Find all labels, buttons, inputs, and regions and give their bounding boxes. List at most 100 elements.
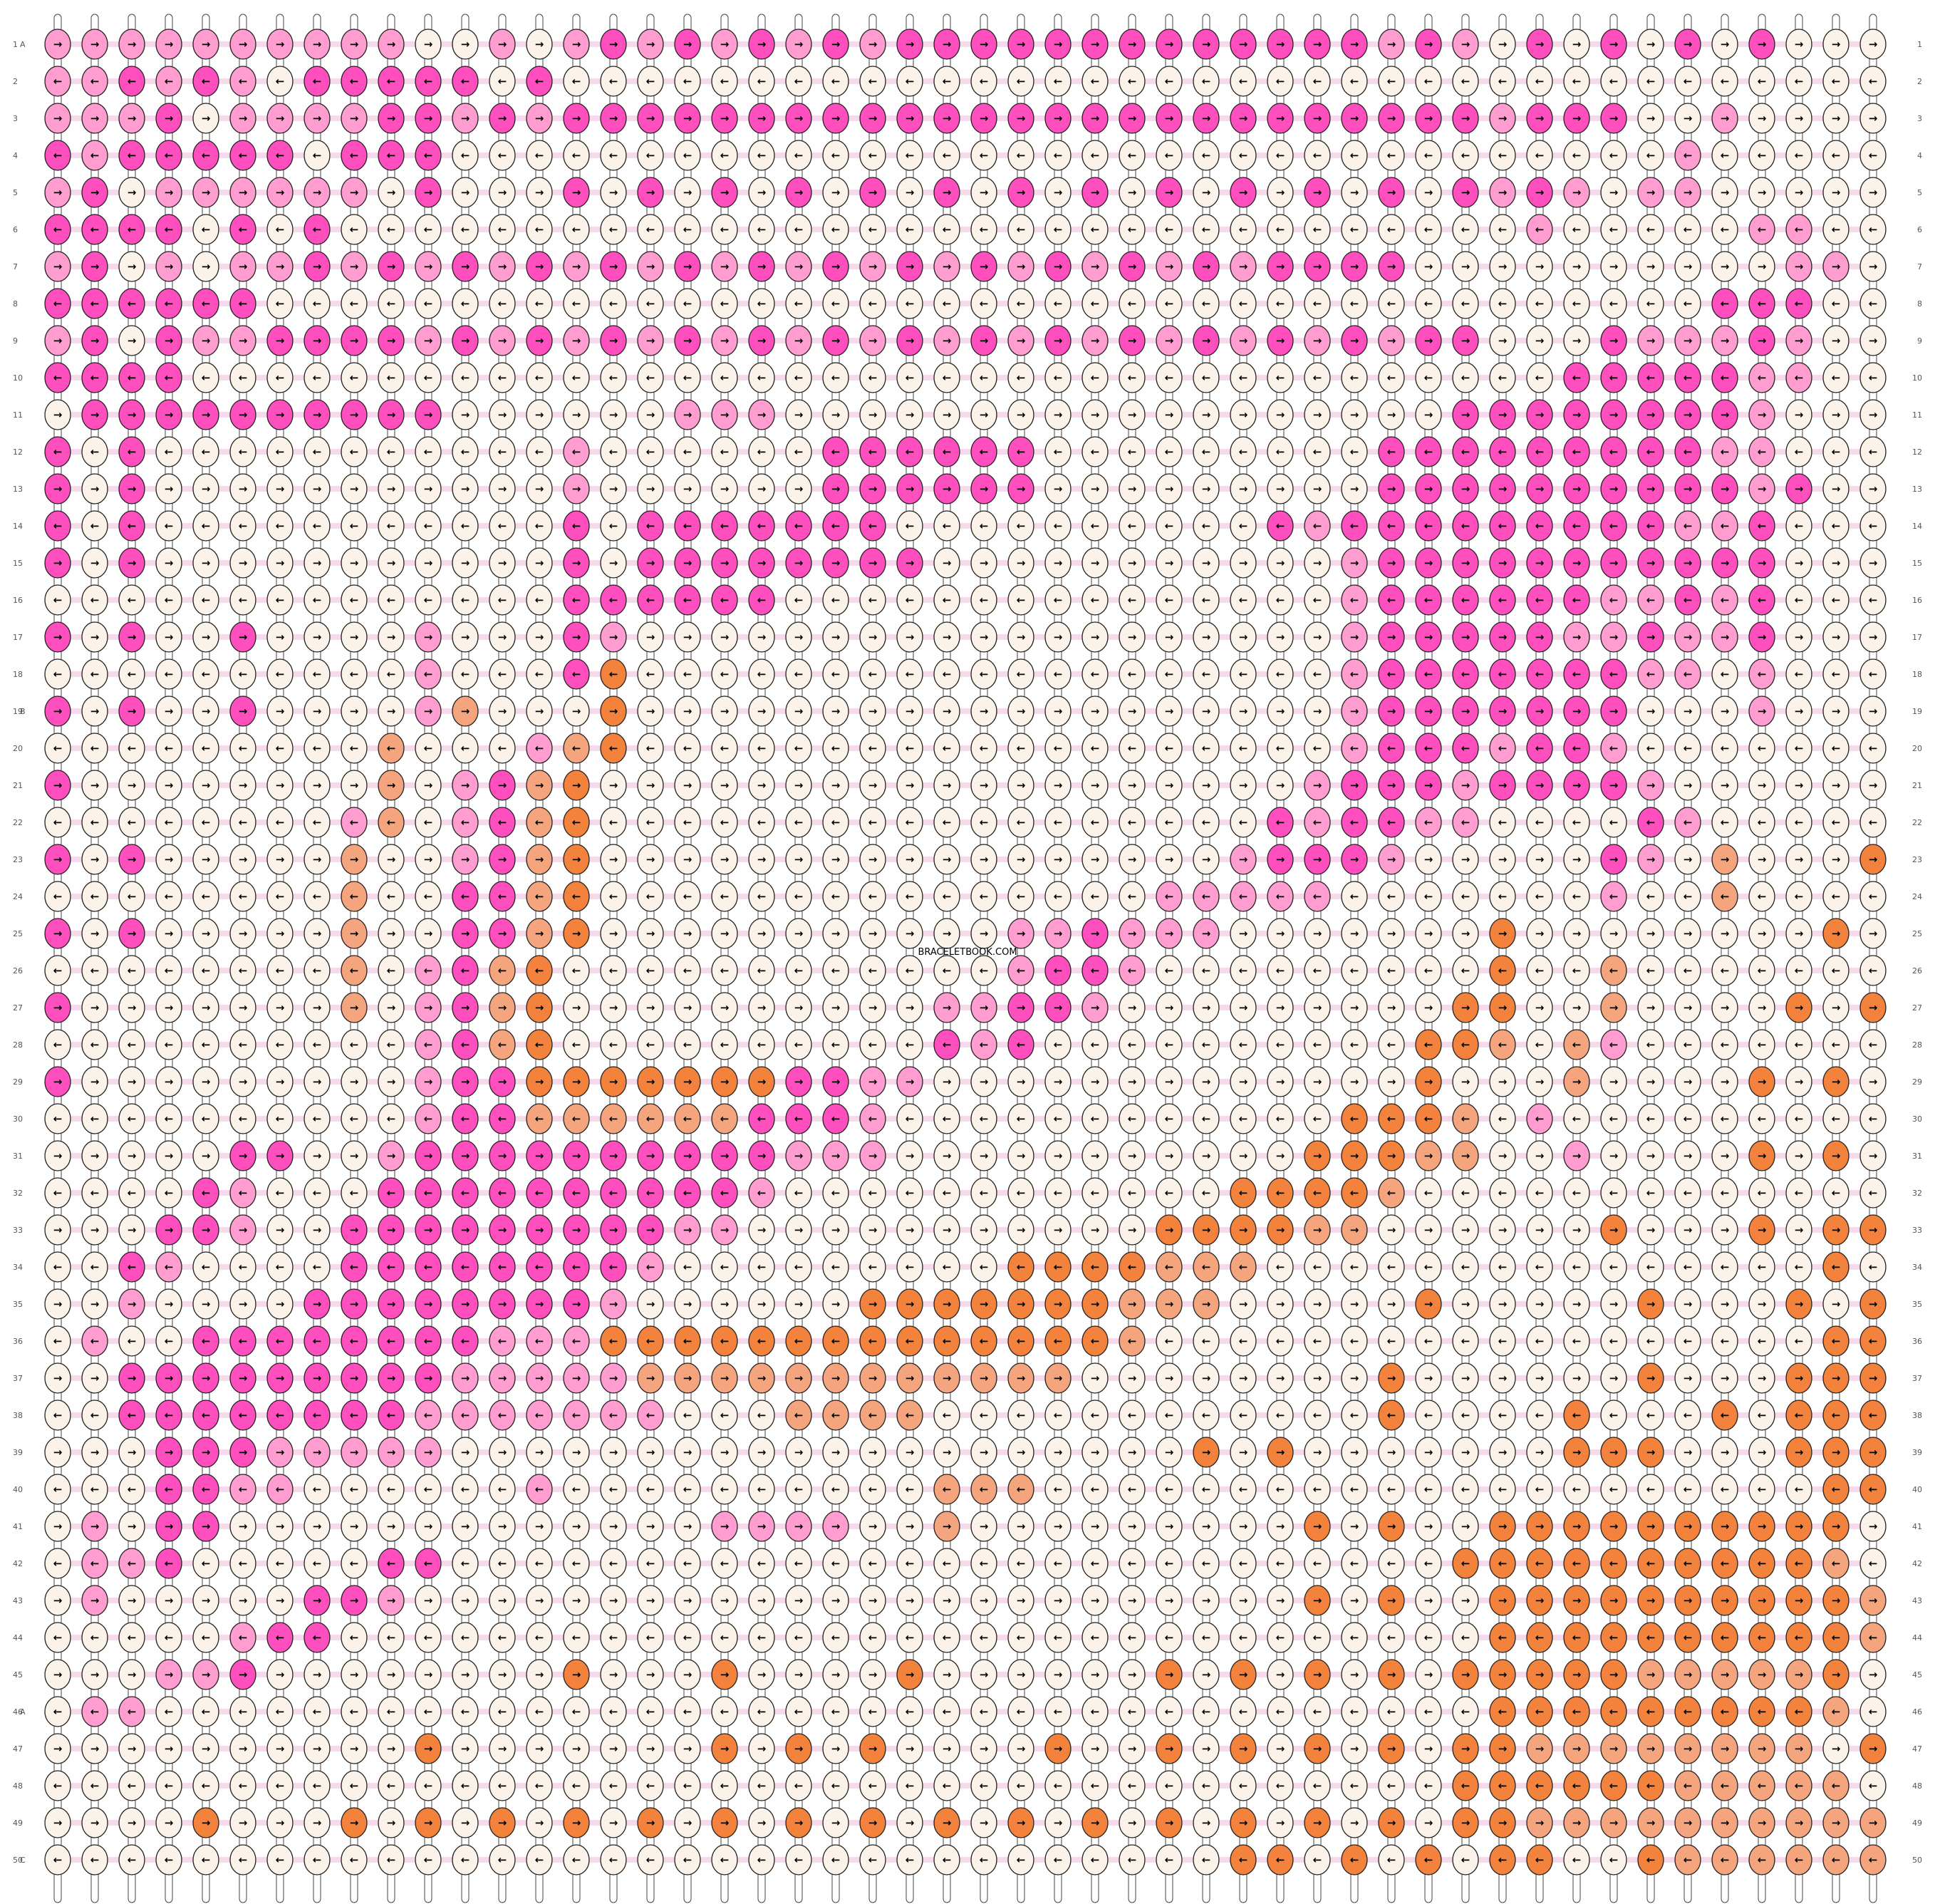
knot-arrow: → bbox=[1313, 186, 1322, 199]
knot-arrow: ← bbox=[1684, 1112, 1693, 1125]
knot-arrow: ← bbox=[387, 964, 396, 977]
knot bbox=[785, 140, 812, 171]
knot bbox=[563, 29, 590, 60]
knot-arrow: → bbox=[683, 1223, 692, 1236]
knot-arrow: ← bbox=[831, 1112, 841, 1125]
knot-arrow: ← bbox=[1795, 668, 1804, 681]
knot-arrow: ← bbox=[757, 445, 767, 458]
knot-arrow: ← bbox=[1387, 1261, 1396, 1273]
knot-arrow: → bbox=[313, 260, 322, 273]
knot-arrow: ← bbox=[868, 1261, 878, 1273]
knot-arrow: ← bbox=[757, 519, 767, 532]
knot-arrow: ← bbox=[1313, 297, 1322, 310]
knot-arrow: ← bbox=[609, 1186, 618, 1199]
knot-arrow: ← bbox=[906, 1038, 915, 1051]
knot-arrow: → bbox=[794, 779, 804, 792]
row-number: 42 bbox=[13, 1559, 23, 1568]
knot-arrow: ← bbox=[906, 1557, 915, 1570]
knot-arrow: → bbox=[313, 1075, 322, 1088]
knot-arrow: → bbox=[1572, 1075, 1582, 1088]
knot-arrow: → bbox=[757, 1742, 767, 1755]
knot-arrow: ← bbox=[943, 75, 952, 88]
knot-arrow: → bbox=[683, 1075, 692, 1088]
knot-arrow: ← bbox=[90, 1038, 100, 1051]
knot-arrow: ← bbox=[165, 297, 174, 310]
knot-arrow: → bbox=[868, 1446, 878, 1459]
knot-arrow: ← bbox=[1498, 890, 1508, 903]
knot-arrow: ← bbox=[1165, 964, 1174, 977]
knot-arrow: → bbox=[943, 927, 952, 940]
knot-arrow: ← bbox=[1239, 1631, 1248, 1644]
knot-arrow: → bbox=[276, 38, 285, 51]
knot-arrow: → bbox=[461, 853, 470, 866]
knot-arrow: ← bbox=[535, 297, 544, 310]
knot-arrow: ← bbox=[943, 964, 952, 977]
knot-arrow: → bbox=[1461, 631, 1470, 643]
knot-arrow: ← bbox=[1646, 1779, 1656, 1792]
knot-arrow: ← bbox=[1684, 445, 1693, 458]
knot-arrow: → bbox=[1017, 1298, 1026, 1310]
knot bbox=[822, 140, 849, 171]
knot-arrow: ← bbox=[1721, 297, 1730, 310]
start-letter: A bbox=[20, 1707, 26, 1717]
knot-arrow: → bbox=[831, 779, 841, 792]
knot-arrow: ← bbox=[1721, 594, 1730, 606]
knot-arrow: ← bbox=[276, 1779, 285, 1792]
knot-arrow: ← bbox=[1313, 1112, 1322, 1125]
knot-arrow: ← bbox=[1239, 594, 1248, 606]
knot-arrow: ← bbox=[943, 297, 952, 310]
knot-arrow: → bbox=[1165, 112, 1174, 125]
knot-arrow: → bbox=[1276, 1520, 1285, 1533]
knot-arrow: ← bbox=[831, 816, 841, 829]
knot-arrow: ← bbox=[1572, 1335, 1582, 1347]
knot-arrow: ← bbox=[165, 75, 174, 88]
knot-arrow: → bbox=[535, 1149, 544, 1162]
knot-arrow: → bbox=[757, 1520, 767, 1533]
knot-arrow: → bbox=[1535, 631, 1545, 643]
knot bbox=[415, 140, 442, 171]
knot-arrow: ← bbox=[1276, 519, 1285, 532]
knot-arrow: ← bbox=[1869, 223, 1878, 236]
knot bbox=[229, 66, 256, 97]
knot-arrow: → bbox=[165, 1298, 174, 1310]
knot-arrow: → bbox=[1646, 1668, 1656, 1681]
knot-arrow: → bbox=[1017, 1742, 1026, 1755]
knot-arrow: → bbox=[683, 1668, 692, 1681]
knot bbox=[1415, 66, 1442, 97]
knot-arrow: → bbox=[794, 260, 804, 273]
knot-arrow: ← bbox=[1017, 1557, 1026, 1570]
knot-arrow: ← bbox=[202, 668, 211, 681]
knot-arrow: → bbox=[1165, 1520, 1174, 1533]
knot-arrow: ← bbox=[572, 371, 581, 384]
knot-arrow: ← bbox=[906, 594, 915, 606]
knot-arrow: → bbox=[1646, 1742, 1656, 1755]
knot-arrow: → bbox=[1758, 334, 1767, 347]
knot-arrow: ← bbox=[350, 1335, 359, 1347]
knot-arrow: → bbox=[943, 1520, 952, 1533]
knot-arrow: ← bbox=[1017, 1261, 1026, 1273]
knot bbox=[415, 103, 442, 134]
knot bbox=[859, 29, 886, 60]
knot-arrow: ← bbox=[53, 1335, 63, 1347]
knot-arrow: → bbox=[1572, 1594, 1582, 1607]
knot-arrow: → bbox=[1054, 1075, 1063, 1088]
knot-arrow: ← bbox=[1387, 445, 1396, 458]
knot-arrow: → bbox=[720, 1372, 730, 1385]
knot-arrow: ← bbox=[276, 1186, 285, 1199]
knot-arrow: ← bbox=[461, 668, 470, 681]
knot-arrow: ← bbox=[720, 1483, 730, 1496]
knot-arrow: → bbox=[1572, 1001, 1582, 1014]
knot-arrow: ← bbox=[1165, 75, 1174, 88]
knot-arrow: → bbox=[350, 1001, 359, 1014]
row-number: 34 bbox=[13, 1263, 23, 1272]
knot-arrow: ← bbox=[1350, 149, 1359, 162]
knot-arrow: → bbox=[1091, 927, 1100, 940]
knot-arrow: → bbox=[572, 1520, 581, 1533]
row-number: 16 bbox=[13, 596, 23, 605]
knot-arrow: ← bbox=[1091, 890, 1100, 903]
knot-arrow: ← bbox=[1350, 297, 1359, 310]
knot-arrow: ← bbox=[646, 668, 655, 681]
knot-arrow: → bbox=[1795, 260, 1804, 273]
knot-arrow: → bbox=[980, 334, 989, 347]
knot-arrow: ← bbox=[498, 1409, 507, 1422]
